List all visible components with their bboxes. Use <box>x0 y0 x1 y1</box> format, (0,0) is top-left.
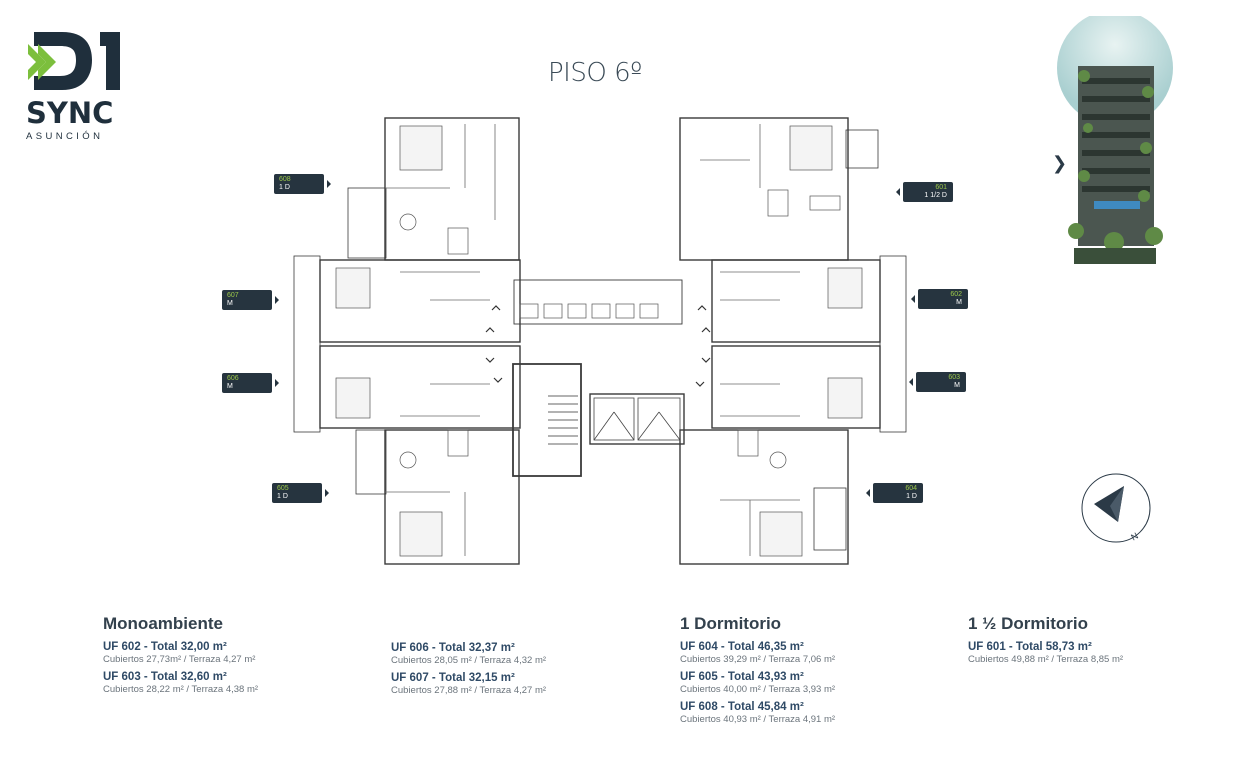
legend-title: Monoambiente <box>103 614 223 633</box>
stair-core <box>512 363 582 477</box>
unit-606-detail: Cubiertos 28,05 m² / Terraza 4,32 m² <box>391 655 547 666</box>
unit-605-detail: Cubiertos 40,00 m² / Terraza 3,93 m² <box>680 684 836 695</box>
legend-title: 1 Dormitorio <box>680 614 782 633</box>
chevron-left-icon <box>911 295 915 303</box>
unit-603-name: UF 603 - Total 32,60 m² <box>103 671 227 683</box>
chevron-right-icon <box>275 296 279 304</box>
building-rendering-image[interactable] <box>1054 16 1176 266</box>
compass-north-icon: N <box>1081 473 1151 543</box>
unit-tag-601[interactable]: 601 1 1/2 D <box>896 182 953 202</box>
unit-607-name: UF 607 - Total 32,15 m² <box>391 672 515 684</box>
chevron-right-icon <box>325 489 329 497</box>
unit-tag-603[interactable]: 603 M <box>909 372 966 392</box>
unit-607-detail: Cubiertos 27,88 m² / Terraza 4,27 m² <box>391 685 547 696</box>
unit-601-name: UF 601 - Total 58,73 m² <box>968 641 1092 653</box>
legend-1-dormitorio: 1 Dormitorio UF 604 - Total 46,35 m² Cub… <box>680 614 835 730</box>
unit-605-name: UF 605 - Total 43,93 m² <box>680 671 804 683</box>
unit-tag-602[interactable]: 602 M <box>911 289 968 309</box>
floor-plan <box>293 117 907 565</box>
unit-602-detail: Cubiertos 27,73m² / Terraza 4,27 m² <box>103 654 256 665</box>
chevron-right-icon <box>327 180 331 188</box>
unit-tag-607[interactable]: 607 M <box>222 290 279 310</box>
chevron-right-icon <box>275 379 279 387</box>
chevron-left-icon <box>896 188 900 196</box>
legend-1-half-dormitorio: 1 ½ Dormitorio UF 601 - Total 58,73 m² C… <box>968 614 1123 670</box>
chevron-left-icon <box>909 378 913 386</box>
unit-tag-604[interactable]: 604 1 D <box>866 483 923 503</box>
unit-602-name: UF 602 - Total 32,00 m² <box>103 641 227 653</box>
unit-608-name: UF 608 - Total 45,84 m² <box>680 701 804 713</box>
unit-601-detail: Cubiertos 49,88 m² / Terraza 8,85 m² <box>968 654 1124 665</box>
elevator-core <box>589 393 685 445</box>
brand-city: ASUNCIÓN <box>26 131 104 142</box>
chevron-right-icon[interactable]: ❯ <box>1052 153 1068 173</box>
unit-tag-608[interactable]: 608 1 D <box>274 174 331 194</box>
corridor <box>513 279 683 325</box>
unit-604-outline <box>679 429 849 565</box>
unit-604-detail: Cubiertos 39,29 m² / Terraza 7,06 m² <box>680 654 836 665</box>
unit-606-name: UF 606 - Total 32,37 m² <box>391 642 515 654</box>
unit-tag-605[interactable]: 605 1 D <box>272 483 329 503</box>
brand-logo: SYNC ASUNCIÓN <box>24 28 134 148</box>
logo-mark-icon <box>28 32 120 90</box>
unit-604-name: UF 604 - Total 46,35 m² <box>680 641 804 653</box>
legend-title: 1 ½ Dormitorio <box>968 614 1088 633</box>
chevron-left-icon <box>866 489 870 497</box>
legend-monoambiente-2: UF 606 - Total 32,37 m² Cubiertos 28,05 … <box>391 641 546 701</box>
legend-monoambiente: Monoambiente UF 602 - Total 32,00 m² Cub… <box>103 614 258 700</box>
unit-tag-606[interactable]: 606 M <box>222 373 279 393</box>
brand-name: SYNC <box>26 96 114 130</box>
unit-603-detail: Cubiertos 28,22 m² / Terraza 4,38 m² <box>103 684 259 695</box>
svg-text:N: N <box>1129 531 1140 543</box>
unit-608-detail: Cubiertos 40,93 m² / Terraza 4,91 m² <box>680 714 836 725</box>
floor-title: PISO 6º <box>548 58 642 88</box>
